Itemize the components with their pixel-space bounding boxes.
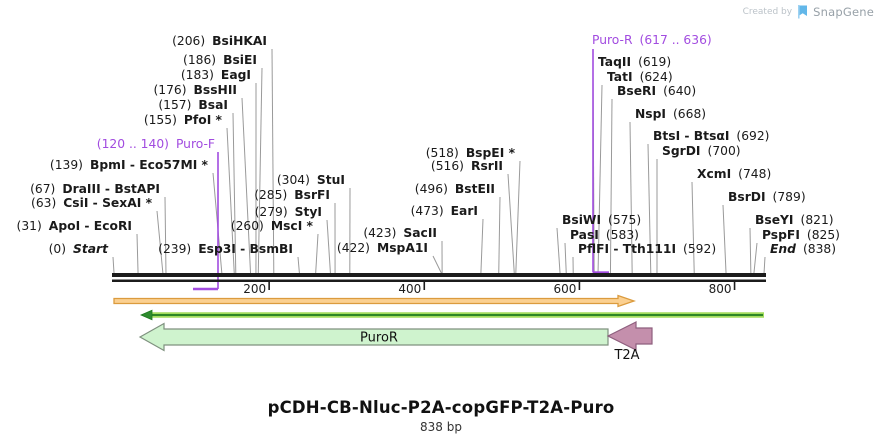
primer-label: (120 .. 140)Puro-F <box>97 137 215 151</box>
sequence-title: pCDH-CB-Nluc-P2A-copGFP-T2A-Puro <box>267 398 615 417</box>
enzyme-label: (176)BssHII <box>153 83 237 97</box>
enzyme-label: BseYI(821) <box>755 213 834 227</box>
snapgene-brand-text: SnapGene <box>813 5 874 19</box>
enzyme-connector <box>136 233 139 274</box>
ruler-tick-label: 200 <box>243 282 266 296</box>
enzyme-label: (155)PfoI * <box>144 113 223 127</box>
enzyme-connector <box>629 121 633 274</box>
enzyme-connector <box>691 181 695 274</box>
enzyme-connector <box>156 210 164 274</box>
enzyme-connector <box>722 204 727 274</box>
feature-T2A-arrow <box>606 321 653 351</box>
sequence-footer: pCDH-CB-Nluc-P2A-copGFP-T2A-Puro 838 bp <box>0 398 882 434</box>
enzyme-connector <box>112 256 115 274</box>
enzyme-label: (279)StyI <box>255 205 322 219</box>
snapgene-logo-icon <box>798 5 808 19</box>
ruler-tick-label: 400 <box>398 282 421 296</box>
created-by-text: Created by <box>742 7 793 17</box>
enzyme-label: (239)Esp3I - BsmBI <box>158 242 293 256</box>
enzyme-connector <box>556 227 561 274</box>
enzyme-connector <box>597 84 603 274</box>
enzyme-connector <box>564 242 567 274</box>
enzyme-connector <box>271 48 275 274</box>
enzyme-connector <box>647 143 652 274</box>
enzyme-connector <box>315 233 319 274</box>
enzyme-connector <box>257 67 263 274</box>
enzyme-label: (422)MspA1I <box>337 241 428 255</box>
enzyme-connector <box>297 256 300 274</box>
enzyme-label: BtsI - BtsαI(692) <box>653 129 769 143</box>
enzyme-label: (516)RsrII <box>431 159 503 173</box>
enzyme-connector <box>609 98 613 274</box>
enzyme-label: (423)SacII <box>363 226 437 240</box>
enzyme-label: (157)BsaI <box>158 98 228 112</box>
enzyme-label: (186)BsiEI <box>183 53 257 67</box>
enzyme-label: (496)BstEII <box>415 182 495 196</box>
backbone-line <box>112 273 766 277</box>
enzyme-label: (63)CsiI - SexAI * <box>31 196 153 210</box>
ruler-tick-label: 600 <box>554 282 577 296</box>
enzyme-connector <box>498 196 501 274</box>
enzyme-connector <box>226 127 235 274</box>
snapgene-watermark: Created by SnapGene <box>743 5 874 19</box>
primer-label: Puro-R(617 .. 636) <box>592 33 712 47</box>
enzyme-label: XcmI(748) <box>697 167 771 181</box>
enzyme-label: (183)EagI <box>181 68 251 82</box>
enzyme-label: BsiWI(575) <box>562 213 641 227</box>
enzyme-connector <box>232 112 237 274</box>
enzyme-connector <box>763 256 766 274</box>
enzyme-label: NspI(668) <box>635 107 706 121</box>
enzyme-label: (304)StuI <box>277 173 345 187</box>
enzyme-connector <box>507 173 515 274</box>
enzyme-label: End(838) <box>770 242 836 256</box>
enzyme-label: (31)ApoI - EcoRI <box>17 219 132 233</box>
ruler-tick-label: 800 <box>709 282 732 296</box>
feature-orange-arrow <box>113 294 636 308</box>
enzyme-label: (260)MscI * <box>231 219 314 233</box>
enzyme-label: PflFI - Tth111I(592) <box>578 242 716 256</box>
enzyme-label: (67)DraIII - BstAPI <box>30 182 160 196</box>
ruler-line <box>112 279 766 282</box>
enzyme-connector <box>432 255 442 274</box>
enzyme-connector <box>749 227 752 274</box>
enzyme-label: (473)EarI <box>411 204 478 218</box>
sequence-length: 838 bp <box>420 420 462 434</box>
enzyme-connector <box>326 219 331 274</box>
enzyme-connector <box>164 196 167 274</box>
feature-label: PuroR <box>360 331 398 346</box>
enzyme-label: SgrDI(700) <box>662 144 741 158</box>
enzyme-label: PspFI(825) <box>762 228 840 242</box>
enzyme-connector <box>241 97 252 274</box>
feature-green-arrowhead <box>139 309 153 321</box>
enzyme-label: (206)BsiHKAI <box>172 34 267 48</box>
enzyme-label: BsrDI(789) <box>728 190 806 204</box>
enzyme-label: (0)Start <box>49 242 110 256</box>
enzyme-label: TaqII(619) <box>598 55 671 69</box>
enzyme-connector <box>480 218 484 274</box>
feature-PuroR-arrow <box>138 322 609 352</box>
enzyme-connector <box>753 242 758 274</box>
feature-label: T2A <box>613 348 639 363</box>
enzyme-label: (518)BspEI * <box>426 146 516 160</box>
enzyme-label: PasI(583) <box>570 228 639 242</box>
enzyme-label: (139)BpmI - Eco57MI * <box>50 158 209 172</box>
enzyme-connector <box>515 160 521 274</box>
enzyme-label: (285)BsrFI <box>254 188 330 202</box>
enzyme-label: TatI(624) <box>607 70 673 84</box>
enzyme-label: BseRI(640) <box>617 84 696 98</box>
